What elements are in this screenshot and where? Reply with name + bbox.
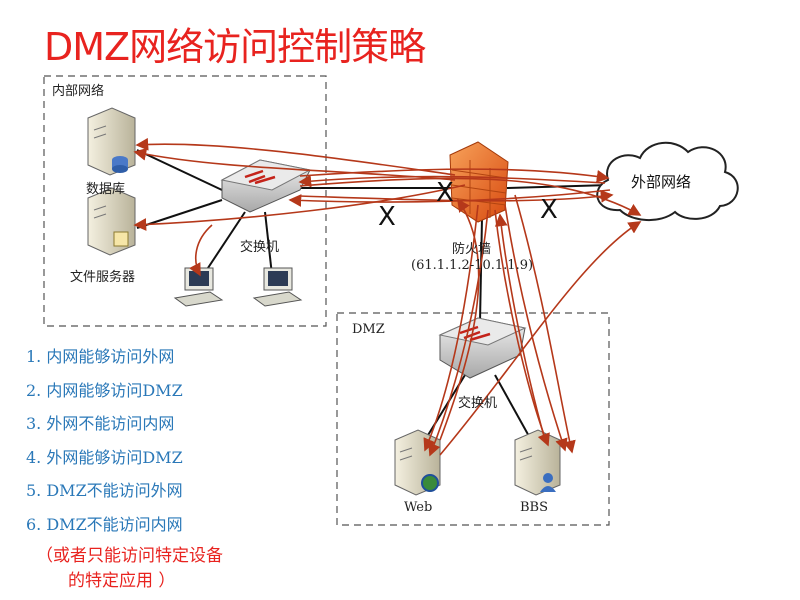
file-server-icon [87, 187, 136, 256]
bbs-server-label: BBS [520, 500, 549, 515]
database-label: 数据库 [86, 182, 126, 197]
policy-note-line: 的特定应用 ） [68, 571, 176, 591]
policy-item: 5. DMZ不能访问外网 [26, 481, 183, 501]
network-links [136, 149, 611, 441]
file-server-label: 文件服务器 [70, 270, 136, 285]
policy-item: 2. 内网能够访问DMZ [26, 380, 183, 400]
firewall-address-label: (61.1.1.2-10.1.1.9) [411, 258, 534, 273]
policy-item: 1. 内网能够访问外网 [26, 347, 175, 366]
external-zone-label: 外部网络 [631, 173, 692, 191]
policy-note: （或者只能访问特定设备 的特定应用 ） [36, 544, 223, 594]
policy-item: 4. 外网能够访问DMZ [26, 447, 183, 467]
web-server-label: Web [404, 500, 433, 515]
internal-switch-label: 交换机 [240, 240, 280, 255]
dmz-zone-box [336, 312, 610, 526]
blocked-marker: X [436, 178, 454, 208]
policy-note-line: （或者只能访问特定设备 [36, 546, 223, 566]
switch-icon [220, 159, 312, 213]
internal-zone-box [43, 75, 327, 327]
dmz-switch-label: 交换机 [458, 396, 498, 411]
firewall-icon [449, 141, 509, 223]
page-title: DMZ网络访问控制策略 [44, 25, 426, 69]
internal-zone-label: 内部网络 [52, 84, 105, 99]
policy-item: 3. 外网不能访问内网 [26, 414, 175, 434]
policy-list: 1. 内网能够访问外网 2. 内网能够访问DMZ 3. 外网不能访问内网 4. … [26, 340, 183, 542]
firewall-label: 防火墙 [452, 242, 492, 257]
switch-icon [438, 317, 527, 379]
blocked-marker: X [378, 202, 396, 232]
policy-item: 6. DMZ不能访问内网 [26, 514, 183, 534]
dmz-zone-label: DMZ [352, 322, 385, 337]
workstation-icon [252, 267, 303, 307]
flow-arrows [133, 137, 642, 457]
bbs-server-icon [514, 429, 561, 496]
database-server-icon [87, 107, 136, 176]
web-server-icon [394, 429, 441, 496]
blocked-marker: X [540, 195, 558, 225]
